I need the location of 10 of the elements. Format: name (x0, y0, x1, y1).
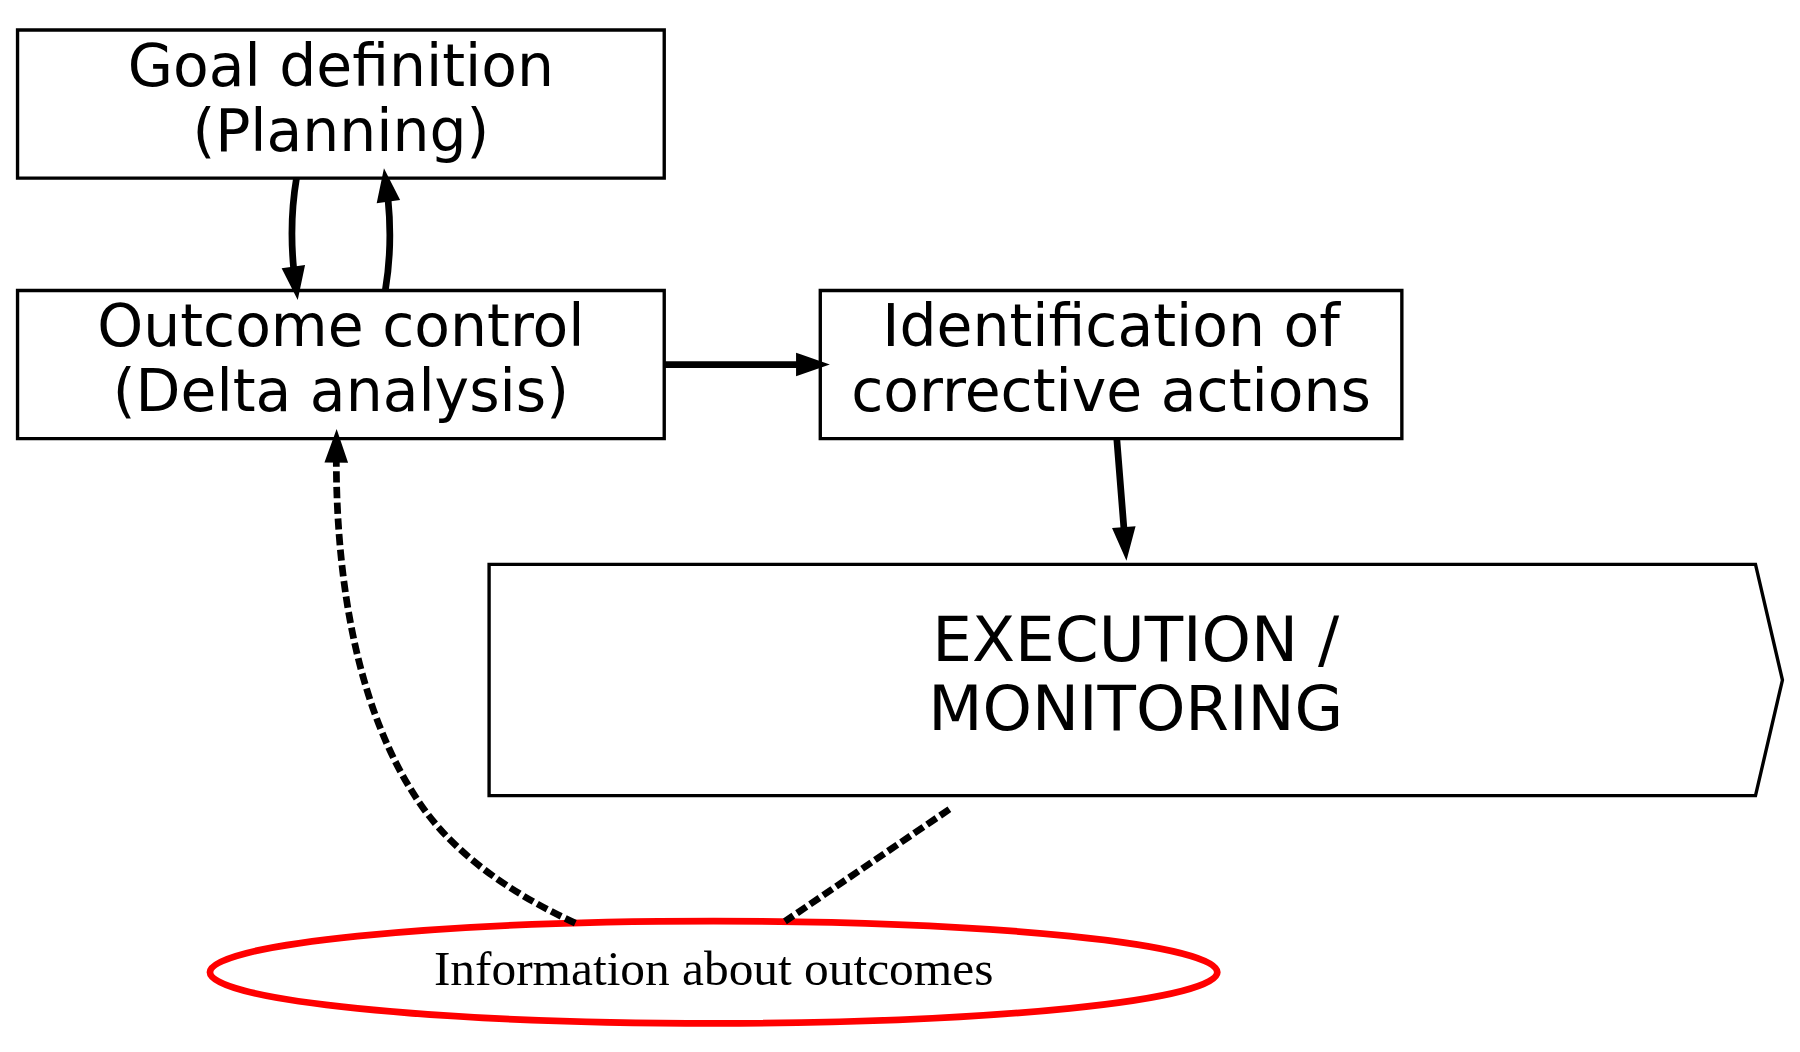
node-ellipse: Information about outcomes (206, 917, 1221, 1027)
arrow (664, 352, 830, 376)
node-box: Identification of corrective actions (818, 288, 1404, 440)
arrow (1112, 438, 1136, 561)
arrow (376, 167, 401, 290)
arrow (324, 428, 577, 926)
node-box: Outcome control (Delta analysis) (15, 288, 666, 440)
node-box: Goal definition (Planning) (15, 27, 666, 180)
arrow (281, 177, 306, 300)
connector (783, 806, 952, 924)
